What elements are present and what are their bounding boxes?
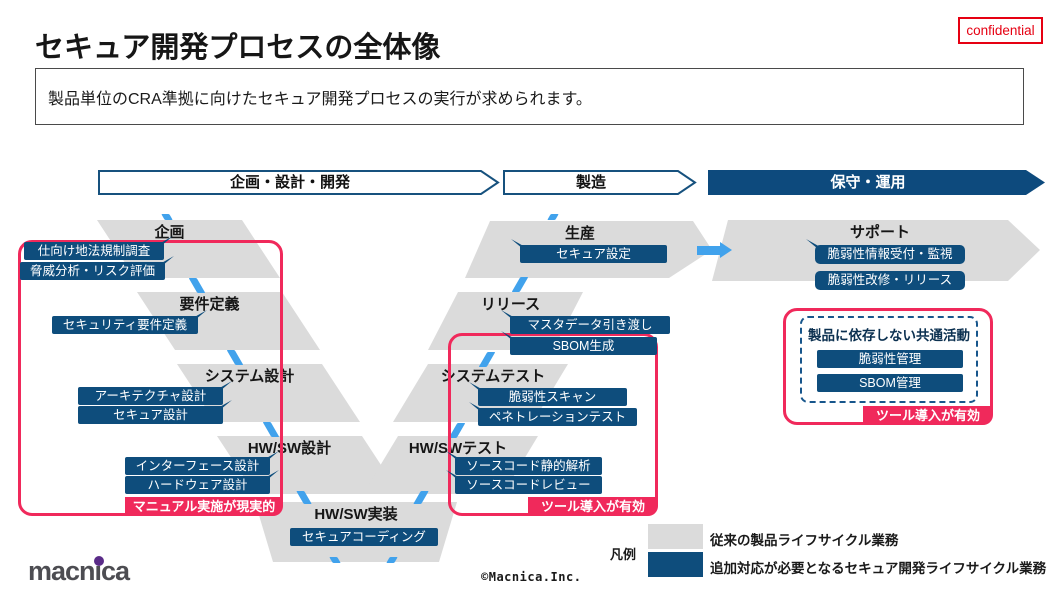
stage-label-system-test: システムテスト — [440, 368, 546, 385]
connector-top-left-tip — [161, 214, 173, 220]
phase-arrow-plan-design-dev — [98, 170, 500, 195]
task-master-data-handover: マスタデータ引き渡し — [501, 310, 670, 334]
task-static-analysis: ソースコード静的解析 — [446, 451, 602, 475]
legend-label-secure-dev: 追加対応が必要となるセキュア開発ライフサイクル業務 — [710, 561, 1047, 576]
bubble-tail-icon — [263, 451, 279, 460]
task-vulnerability-management: 脆弱性管理 — [817, 350, 963, 368]
task-vulnerability-scan: 脆弱性スキャン — [469, 382, 627, 406]
task-interface-design: インターフェース設計 — [125, 451, 279, 475]
task-penetration-test: ペネトレーションテスト — [469, 402, 637, 426]
task-vuln-info-monitoring: 脆弱性情報受付・監視 — [806, 239, 965, 264]
stage-label-hwsw-sekkei: HW/SW設計 — [247, 440, 332, 457]
task-threat-analysis-risk-eval: 脅威分析・リスク評価 — [20, 256, 174, 280]
stage-label-kikaku: 企画 — [154, 224, 185, 241]
callout-label-tool-v: ツール導入が有効 — [528, 497, 658, 516]
connector-seisan-support-arrowhead — [720, 242, 732, 258]
phase-label-manufacture: 製造 — [575, 174, 606, 191]
task-sbom-generation: SBOM生成 — [501, 331, 657, 355]
task-secure-design: セキュア設計 — [78, 400, 232, 424]
phase-label-maintain-operate: 保守・運用 — [830, 174, 906, 191]
bubble-tail-icon — [511, 239, 527, 248]
stage-label-release: リリース — [480, 296, 541, 313]
phase-arrow-manufacture — [503, 170, 697, 195]
bubble-tail-icon — [263, 470, 279, 479]
callout-label-tool-common: ツール導入が有効 — [863, 406, 993, 425]
stage-label-system-sekkei: システム設計 — [204, 368, 295, 385]
stage-label-hwsw-test: HW/SWテスト — [408, 440, 508, 457]
bubble-tail-icon — [469, 402, 485, 411]
bubble-tail-icon — [191, 310, 207, 319]
legend-label-conventional: 従来の製品ライフサイクル業務 — [710, 533, 899, 548]
macnica-logo-text: macnica — [28, 556, 130, 586]
confidential-badge: confidential — [958, 17, 1043, 44]
page-title: セキュア開発プロセスの全体像 — [35, 24, 441, 71]
connector-release-seisan — [511, 277, 529, 292]
legend-title: 凡例 — [610, 547, 637, 562]
connector-seisan-support-bar — [697, 246, 720, 255]
stage-label-support: サポート — [849, 224, 910, 241]
copyright-text: ©Macnica.Inc. — [481, 570, 582, 584]
task-secure-settings: セキュア設定 — [511, 239, 667, 263]
bubble-tail-icon — [501, 331, 517, 340]
bubble-tail-icon — [501, 310, 517, 319]
callout-label-manual: マニュアル実施が現実的 — [125, 497, 283, 516]
bubble-tail-icon — [806, 239, 822, 248]
task-hardware-design: ハードウェア設計 — [125, 470, 279, 494]
macnica-logo: macnica — [28, 556, 130, 587]
legend-swatch-gray — [648, 524, 703, 549]
task-architecture-design: アーキテクチャ設計 — [78, 381, 232, 405]
bubble-tail-icon — [446, 470, 462, 479]
task-code-review: ソースコードレビュー — [446, 470, 602, 494]
task-security-requirements: セキュリティ要件定義 — [52, 310, 207, 334]
bubble-tail-icon — [216, 381, 232, 390]
stage-label-hwsw-jisso: HW/SW実装 — [314, 506, 398, 523]
task-destination-regulation-survey: 仕向け地法規制調査 — [24, 236, 173, 260]
common-activities-title: 製品に依存しない共通活動 — [808, 328, 970, 343]
bubble-tail-icon — [216, 400, 232, 409]
task-sbom-management: SBOM管理 — [817, 374, 963, 392]
stage-label-seisan: 生産 — [564, 225, 595, 242]
bubble-tail-icon — [157, 236, 173, 245]
legend-swatch-navy — [648, 552, 703, 577]
subtitle-text: 製品単位のCRA準拠に向けたセキュア開発プロセスの実行が求められます。 — [48, 91, 592, 108]
stage-label-youken: 要件定義 — [179, 296, 240, 313]
bubble-tail-icon — [446, 451, 462, 460]
subtitle-box: 製品単位のCRA準拠に向けたセキュア開発プロセスの実行が求められます。 — [35, 68, 1024, 125]
bubble-tail-icon — [469, 382, 485, 391]
task-vuln-fix-release: 脆弱性改修・リリース — [815, 271, 965, 290]
phase-arrow-maintain-operate — [708, 170, 1045, 195]
bubble-tail-icon — [158, 256, 174, 265]
connector-top-right-tip — [547, 214, 559, 220]
phase-label-plan-design-dev: 企画・設計・開発 — [229, 174, 350, 191]
logo-dot-icon — [94, 556, 104, 566]
task-secure-coding: セキュアコーディング — [290, 528, 438, 546]
